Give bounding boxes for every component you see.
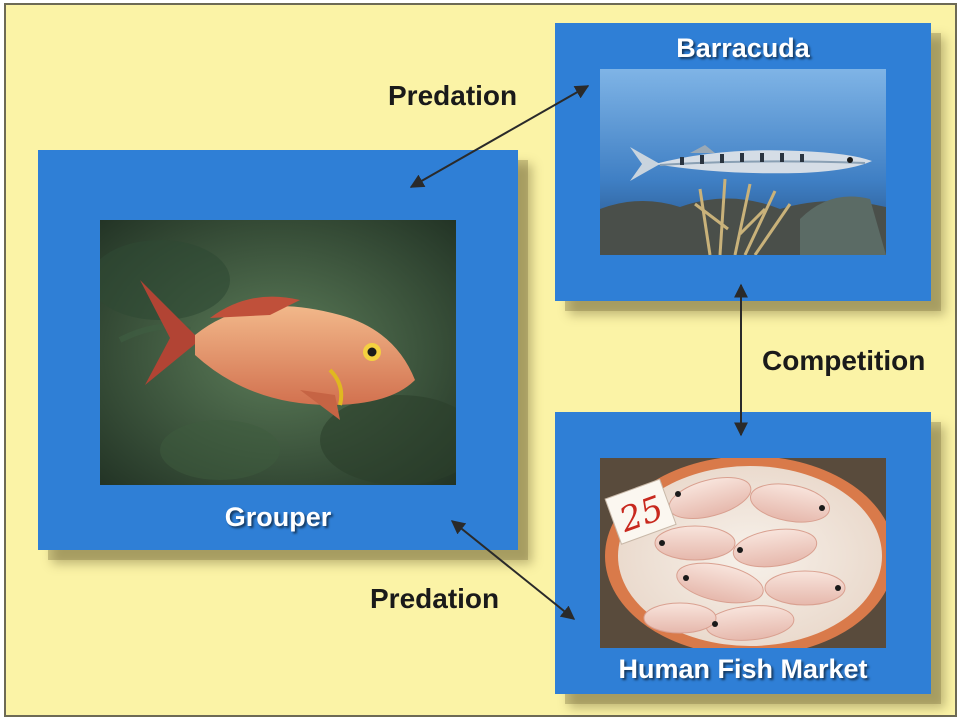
diagram-slide: Grouper Barracuda bbox=[4, 3, 957, 717]
predation-arrow-bottom bbox=[452, 521, 574, 619]
predation-arrow-top bbox=[411, 86, 588, 187]
relation-arrows bbox=[6, 5, 959, 719]
